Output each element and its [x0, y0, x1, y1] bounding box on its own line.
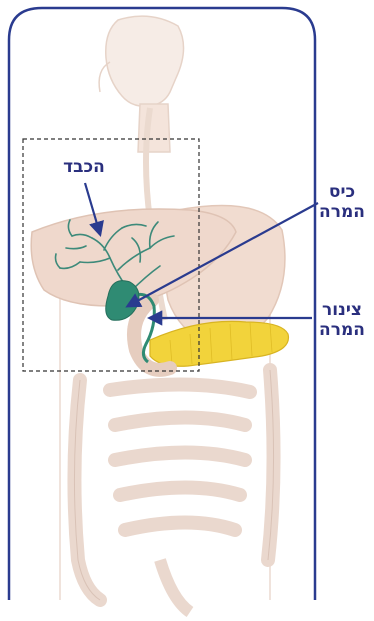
gallbladder-label-line-1: כיס	[310, 182, 374, 202]
bile-duct-label-line-1: צינור	[310, 300, 374, 320]
bile-duct-label: צינור המרה	[310, 300, 374, 340]
gallbladder-label: כיס המרה	[310, 182, 374, 222]
gallbladder-label-line-2: המרה	[310, 202, 374, 222]
rectum	[160, 560, 190, 612]
intestines	[74, 370, 273, 600]
liver-label-text: הכבד	[36, 157, 132, 177]
bile-duct-label-line-2: המרה	[310, 320, 374, 340]
pancreas	[150, 321, 288, 366]
liver-label: הכבד	[36, 157, 132, 177]
